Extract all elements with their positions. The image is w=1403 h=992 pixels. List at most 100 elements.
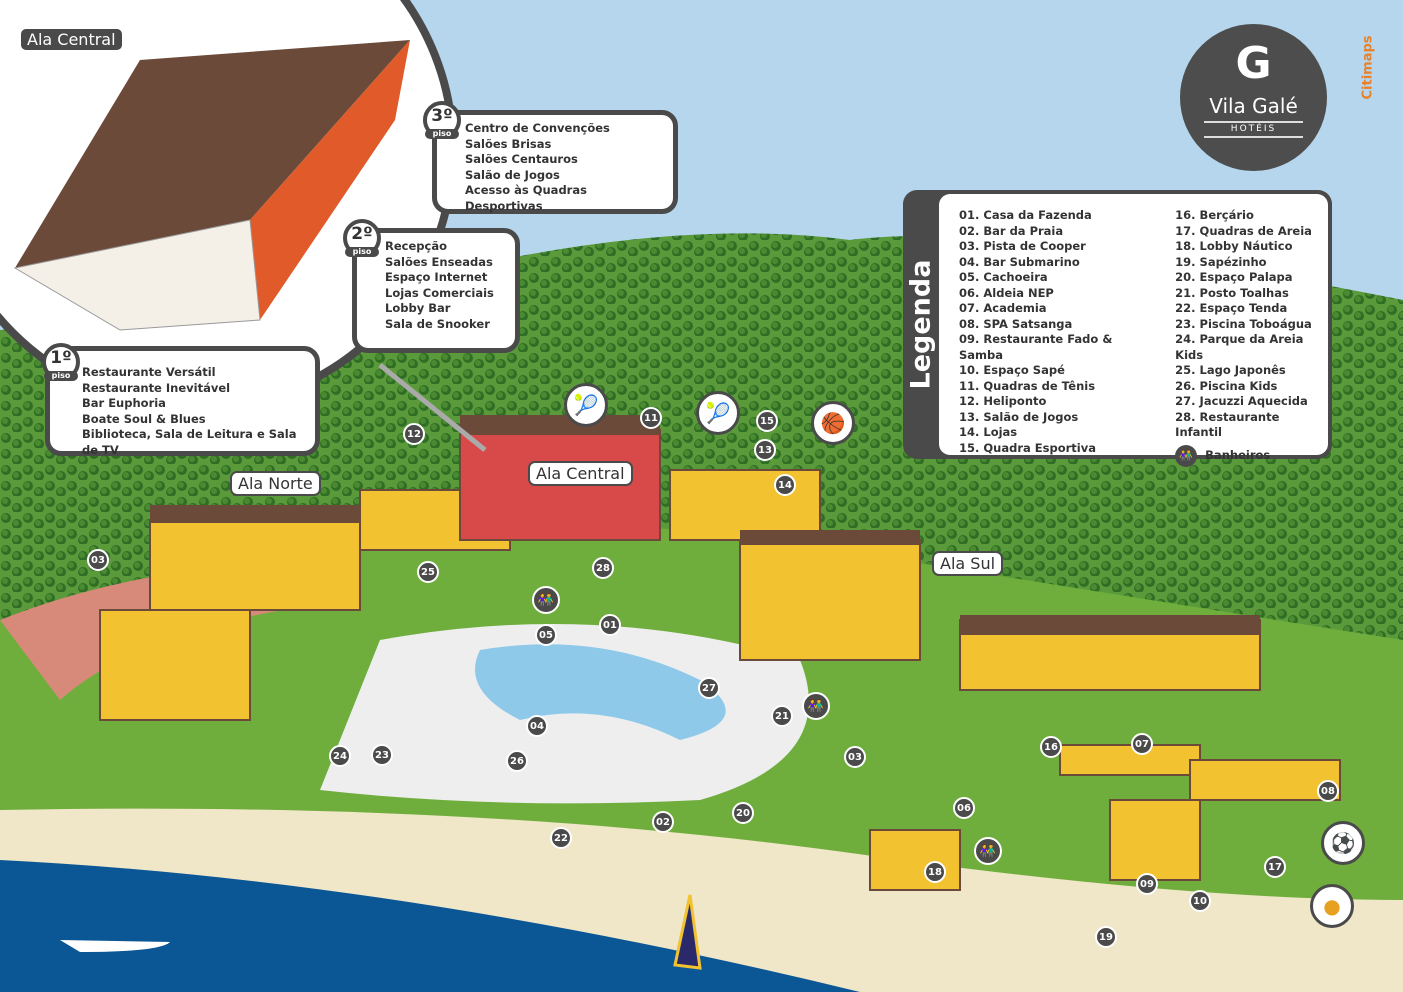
- list-item: Salões Centauros: [465, 152, 578, 166]
- map-marker[interactable]: 03: [844, 746, 866, 768]
- inset-building: [13, 40, 410, 331]
- map-marker[interactable]: 04: [526, 715, 548, 737]
- list-item: Restaurante Versátil: [82, 365, 216, 379]
- sea: [0, 860, 860, 992]
- basketball-icon: 🏀: [811, 401, 855, 445]
- map-marker[interactable]: 19: [1095, 926, 1117, 948]
- map-marker[interactable]: 26: [506, 750, 528, 772]
- logo-brand: Vila Galé: [1209, 94, 1298, 118]
- list-item: Espaço Internet: [385, 270, 488, 284]
- list-item: 11. Quadras de Tênis: [959, 378, 1096, 393]
- list-item: 04. Bar Submarino: [959, 254, 1080, 269]
- windsurf: [673, 894, 702, 970]
- connector-arrow: [378, 363, 487, 452]
- list-item: Lobby Bar: [385, 301, 451, 315]
- list-item: 24. Parque da Areia Kids: [1175, 332, 1304, 362]
- list-item: 21. Posto Toalhas: [1175, 285, 1289, 300]
- map-marker[interactable]: 11: [640, 407, 662, 429]
- restroom-icon: 👫: [1175, 444, 1198, 467]
- map-marker[interactable]: 10: [1189, 890, 1211, 912]
- map-marker[interactable]: 15: [756, 410, 778, 432]
- volleyball-icon: ●: [1310, 884, 1354, 928]
- list-item: 09. Restaurante Fado & Samba: [959, 332, 1113, 362]
- tennis-icon: 🎾: [564, 383, 608, 427]
- list-item: 05. Cachoeira: [959, 270, 1048, 284]
- list-item: 22. Espaço Tenda: [1175, 301, 1288, 315]
- list-item: 01. Casa da Fazenda: [959, 208, 1092, 222]
- map-marker[interactable]: 24: [329, 745, 351, 767]
- list-item: 10. Espaço Sapé: [959, 363, 1065, 377]
- map-marker[interactable]: 03: [87, 549, 109, 571]
- list-item: Sala de Snooker: [385, 316, 490, 331]
- vila-gale-logo[interactable]: G Vila Galé HOTÉIS: [1180, 24, 1327, 171]
- list-item: Bar Euphoria: [82, 396, 166, 410]
- map-marker[interactable]: 27: [698, 677, 720, 699]
- list-item: 18. Lobby Náutico: [1175, 239, 1293, 253]
- map-marker[interactable]: 06: [953, 797, 975, 819]
- map-marker[interactable]: 12: [403, 423, 425, 445]
- map-marker[interactable]: 05: [535, 624, 557, 646]
- boat: [60, 940, 170, 952]
- inset-label-ala-central: Ala Central: [19, 27, 124, 52]
- restroom-icon[interactable]: 👫: [974, 837, 1002, 865]
- list-item: Salão de Jogos: [465, 167, 560, 182]
- list-item: 06. Aldeia NEP: [959, 285, 1054, 300]
- map-marker[interactable]: 20: [732, 802, 754, 824]
- list-item: 14. Lojas: [959, 425, 1018, 439]
- list-item: 26. Piscina Kids: [1175, 378, 1278, 393]
- legend-title: Legenda: [905, 259, 937, 390]
- map-marker[interactable]: 28: [592, 557, 614, 579]
- map-marker[interactable]: 21: [771, 705, 793, 727]
- map-marker[interactable]: 16: [1040, 736, 1062, 758]
- map-marker[interactable]: 14: [774, 474, 796, 496]
- map-marker[interactable]: 09: [1136, 873, 1158, 895]
- soccer-icon: ⚽: [1321, 821, 1365, 865]
- map-marker[interactable]: 23: [371, 744, 393, 766]
- tennis-icon: 🎾: [696, 391, 740, 435]
- map-marker[interactable]: 18: [924, 861, 946, 883]
- list-item: 02. Bar da Praia: [959, 223, 1064, 238]
- list-item: Boate Soul & Blues: [82, 411, 206, 426]
- map-marker[interactable]: 13: [754, 439, 776, 461]
- map-marker[interactable]: 17: [1264, 856, 1286, 878]
- list-item: Acesso às Quadras Desportivas: [465, 183, 587, 213]
- label-ala-central[interactable]: Ala Central: [528, 461, 633, 486]
- list-item: Lojas Comerciais: [385, 285, 494, 300]
- pool-deck: [320, 624, 809, 804]
- list-item: 19. Sapézinho: [1175, 254, 1267, 269]
- map-marker[interactable]: 02: [652, 811, 674, 833]
- label-ala-sul[interactable]: Ala Sul: [932, 551, 1004, 576]
- list-item: Biblioteca, Sala de Leitura e Sala de TV: [82, 427, 297, 457]
- list-item: 12. Heliponto: [959, 394, 1047, 408]
- map-marker[interactable]: 01: [599, 614, 621, 636]
- label-ala-norte[interactable]: Ala Norte: [230, 471, 321, 496]
- list-item: 07. Academia: [959, 301, 1047, 315]
- citimaps-credit: Citimaps: [1360, 35, 1376, 100]
- restroom-icon[interactable]: 👫: [802, 692, 830, 720]
- list-item: 28. Restaurante Infantil: [1175, 409, 1280, 440]
- map-marker[interactable]: 08: [1317, 780, 1339, 802]
- logo-g-icon: G: [1235, 38, 1272, 89]
- list-item: 03. Pista de Cooper: [959, 239, 1086, 253]
- legend-restrooms: 👫Banheiros: [1175, 444, 1328, 467]
- list-item: 16. Berçário: [1175, 208, 1254, 222]
- restroom-icon[interactable]: 👫: [532, 586, 560, 614]
- list-item: 27. Jacuzzi Aquecida: [1175, 394, 1308, 408]
- list-item: Centro de Convenções: [465, 121, 610, 135]
- map-marker[interactable]: 25: [417, 561, 439, 583]
- list-item: Salões Enseadas: [385, 254, 493, 269]
- list-item: Salões Brisas: [465, 136, 552, 151]
- list-item: 15. Quadra Esportiva: [959, 440, 1096, 455]
- map-marker[interactable]: 07: [1131, 733, 1153, 755]
- map-marker[interactable]: 22: [550, 827, 572, 849]
